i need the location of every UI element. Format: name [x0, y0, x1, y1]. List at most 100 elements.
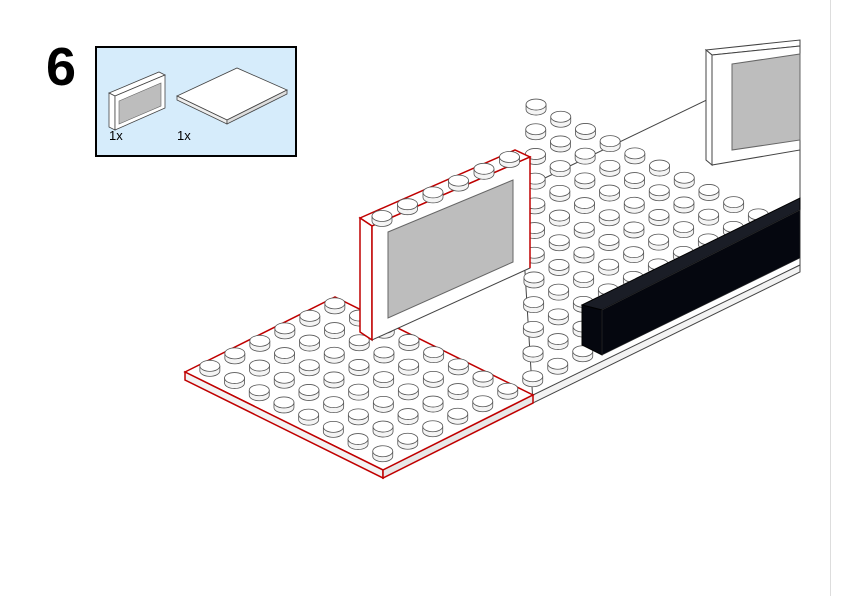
stud	[274, 347, 295, 364]
stud	[598, 209, 620, 227]
stud	[397, 408, 419, 425]
page-edge	[830, 0, 831, 596]
plate-quantity: 1x	[177, 128, 191, 143]
stud	[373, 371, 395, 389]
stud	[550, 135, 571, 153]
stud	[598, 258, 620, 276]
stud	[323, 396, 345, 414]
stud	[248, 384, 270, 402]
stud	[598, 234, 620, 251]
stud	[573, 221, 595, 239]
stud	[623, 246, 645, 264]
stud	[372, 420, 394, 438]
stud	[673, 196, 695, 214]
stud	[499, 151, 520, 168]
stud	[372, 445, 394, 463]
stud	[224, 347, 246, 365]
stud	[525, 98, 547, 116]
stud	[472, 395, 494, 413]
stud	[599, 135, 621, 153]
stud	[473, 162, 495, 180]
stud	[522, 370, 544, 388]
stud	[322, 420, 344, 438]
stud	[298, 408, 320, 426]
stud	[397, 432, 419, 450]
window-panel-quantity: 1x	[109, 128, 123, 143]
new-window-panel	[358, 149, 532, 342]
stud	[371, 210, 393, 227]
stud	[599, 184, 620, 202]
window-panel-part-icon	[108, 71, 166, 131]
stud	[624, 172, 645, 189]
parts-callout: 1x 1x	[95, 46, 297, 157]
stud	[448, 174, 469, 192]
stud	[324, 322, 345, 339]
stud	[347, 433, 369, 450]
stud	[522, 320, 544, 338]
stud	[298, 359, 320, 377]
stud	[323, 346, 345, 364]
stud	[548, 234, 570, 252]
stud	[548, 283, 570, 301]
stud	[447, 407, 469, 425]
stud	[723, 196, 745, 214]
stud	[549, 160, 571, 178]
stud	[373, 346, 395, 364]
stud	[397, 198, 418, 216]
stud	[549, 184, 571, 202]
stud	[525, 123, 547, 141]
stud	[324, 297, 346, 315]
parts-illustration	[108, 67, 288, 131]
plate-part-icon	[176, 67, 288, 125]
stud	[648, 184, 670, 202]
stud	[472, 370, 494, 388]
stud	[422, 186, 444, 204]
stud	[599, 159, 621, 177]
stud	[574, 172, 596, 190]
stud	[423, 346, 445, 364]
stud	[299, 334, 320, 352]
stud	[497, 382, 519, 400]
stud	[624, 147, 646, 165]
stud	[299, 309, 321, 327]
stud	[547, 308, 569, 326]
stud	[623, 196, 645, 214]
stud	[523, 296, 545, 314]
stud	[447, 358, 469, 376]
stud	[397, 383, 419, 401]
stud	[422, 420, 444, 438]
stud	[623, 221, 645, 239]
stud	[547, 333, 569, 350]
stud	[523, 271, 545, 289]
stud	[698, 208, 720, 226]
stud	[348, 334, 370, 352]
stud	[422, 370, 444, 388]
stud	[224, 372, 245, 389]
stud	[348, 359, 370, 376]
stud	[673, 171, 695, 189]
stud	[372, 395, 394, 413]
black-brick	[580, 197, 801, 356]
stud	[274, 322, 296, 340]
stud	[323, 371, 345, 389]
stud	[347, 408, 369, 426]
stud	[398, 334, 420, 351]
stud	[273, 396, 295, 414]
stud	[548, 259, 570, 276]
stud	[549, 209, 570, 227]
stud	[273, 371, 295, 389]
stud	[348, 383, 370, 401]
stud	[249, 359, 270, 377]
stud	[648, 233, 670, 251]
step-number: 6	[46, 37, 77, 97]
stud	[199, 359, 221, 377]
stud	[574, 197, 595, 214]
stud	[573, 271, 595, 289]
stud	[550, 110, 572, 128]
stud	[522, 345, 544, 363]
existing-window-panel	[704, 39, 801, 167]
stud	[574, 147, 596, 165]
stud	[398, 358, 420, 376]
